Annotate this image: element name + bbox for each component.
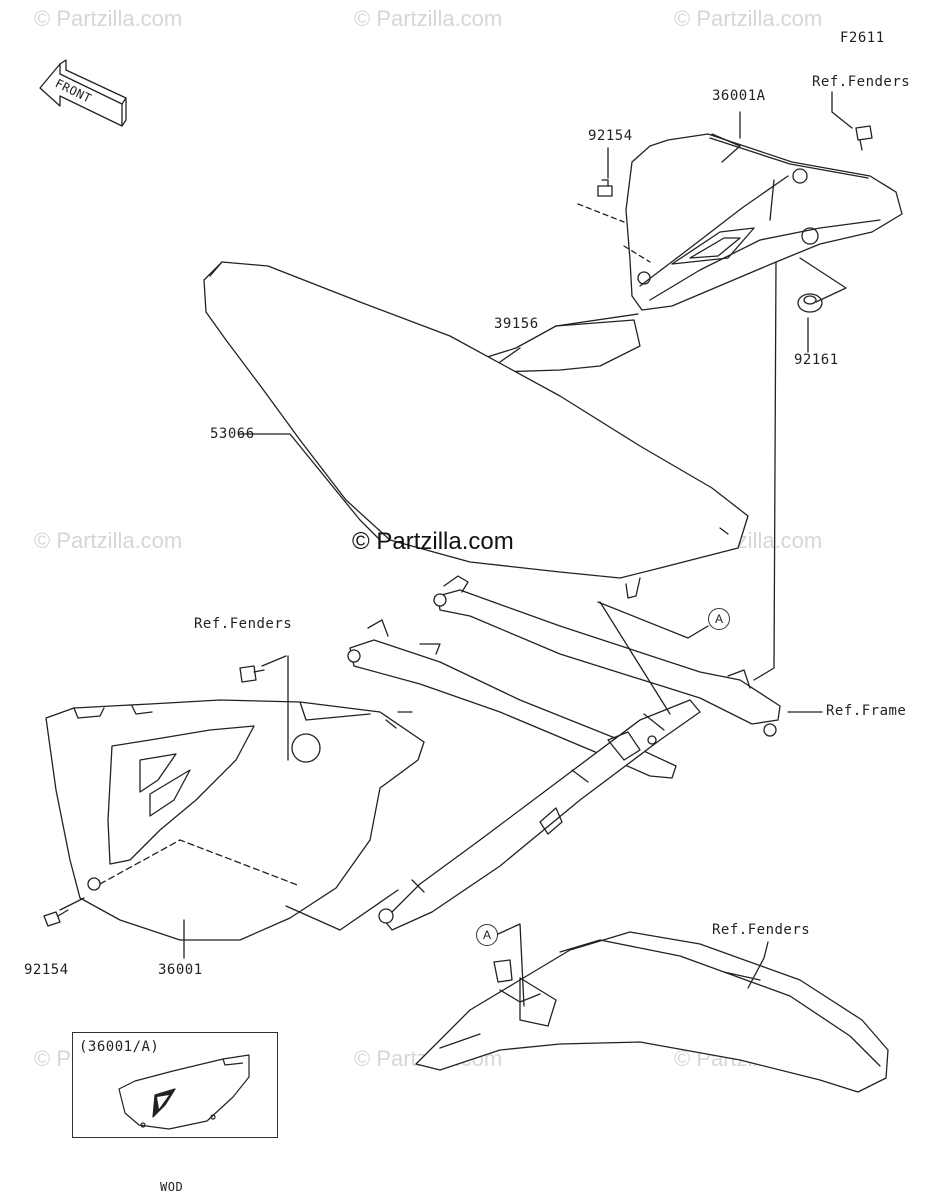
inset-title: (36001/A): [79, 1039, 160, 1055]
bolt-92154-top: [597, 179, 613, 197]
watermark: © Partzilla.com: [674, 6, 823, 31]
variant-inset-box: (36001/A): [72, 1032, 278, 1138]
ref-fenders-bottom-label: Ref.Fenders: [712, 922, 811, 938]
side-cover-variant-icon: [118, 1054, 250, 1130]
watermark: © Partzilla.com: [34, 6, 183, 31]
part-92154-top-label: 92154: [588, 128, 633, 144]
ref-fenders-top-label: Ref.Fenders: [812, 74, 911, 90]
part-36001-label: 36001: [158, 962, 203, 978]
part-39156-label: 39156: [494, 316, 539, 332]
ref-fenders-left-label: Ref.Fenders: [194, 616, 293, 632]
rear-fender: [415, 931, 889, 1093]
bolt-ref-fenders-top: [855, 125, 873, 151]
seat-53066: [203, 261, 749, 599]
subframe: [347, 575, 781, 931]
copyright-text: © Partzilla.com: [352, 528, 514, 555]
part-92154-bottom-label: 92154: [24, 962, 69, 978]
watermark: © Partzilla.com: [34, 528, 183, 553]
front-arrow-icon: [39, 59, 127, 127]
ref-frame-label: Ref.Frame: [826, 703, 907, 719]
bolt-92154-bottom: [43, 909, 69, 927]
seat-cowl-36001a: [625, 133, 903, 311]
collar-92161: [797, 293, 823, 313]
part-53066-label: 53066: [210, 426, 255, 442]
watermark: © Partzilla.com: [354, 6, 503, 31]
part-92161-label: 92161: [794, 352, 839, 368]
side-cover-36001: [45, 699, 425, 941]
callout-a-top: A: [708, 608, 730, 630]
figure-code: F2611: [840, 30, 885, 46]
heat-guard-39156: [483, 319, 641, 373]
bolt-ref-fenders-left: [239, 665, 265, 683]
inset-caption: WOD: [160, 1180, 184, 1194]
callout-a-bottom: A: [476, 924, 498, 946]
part-36001a-label: 36001A: [712, 88, 766, 104]
